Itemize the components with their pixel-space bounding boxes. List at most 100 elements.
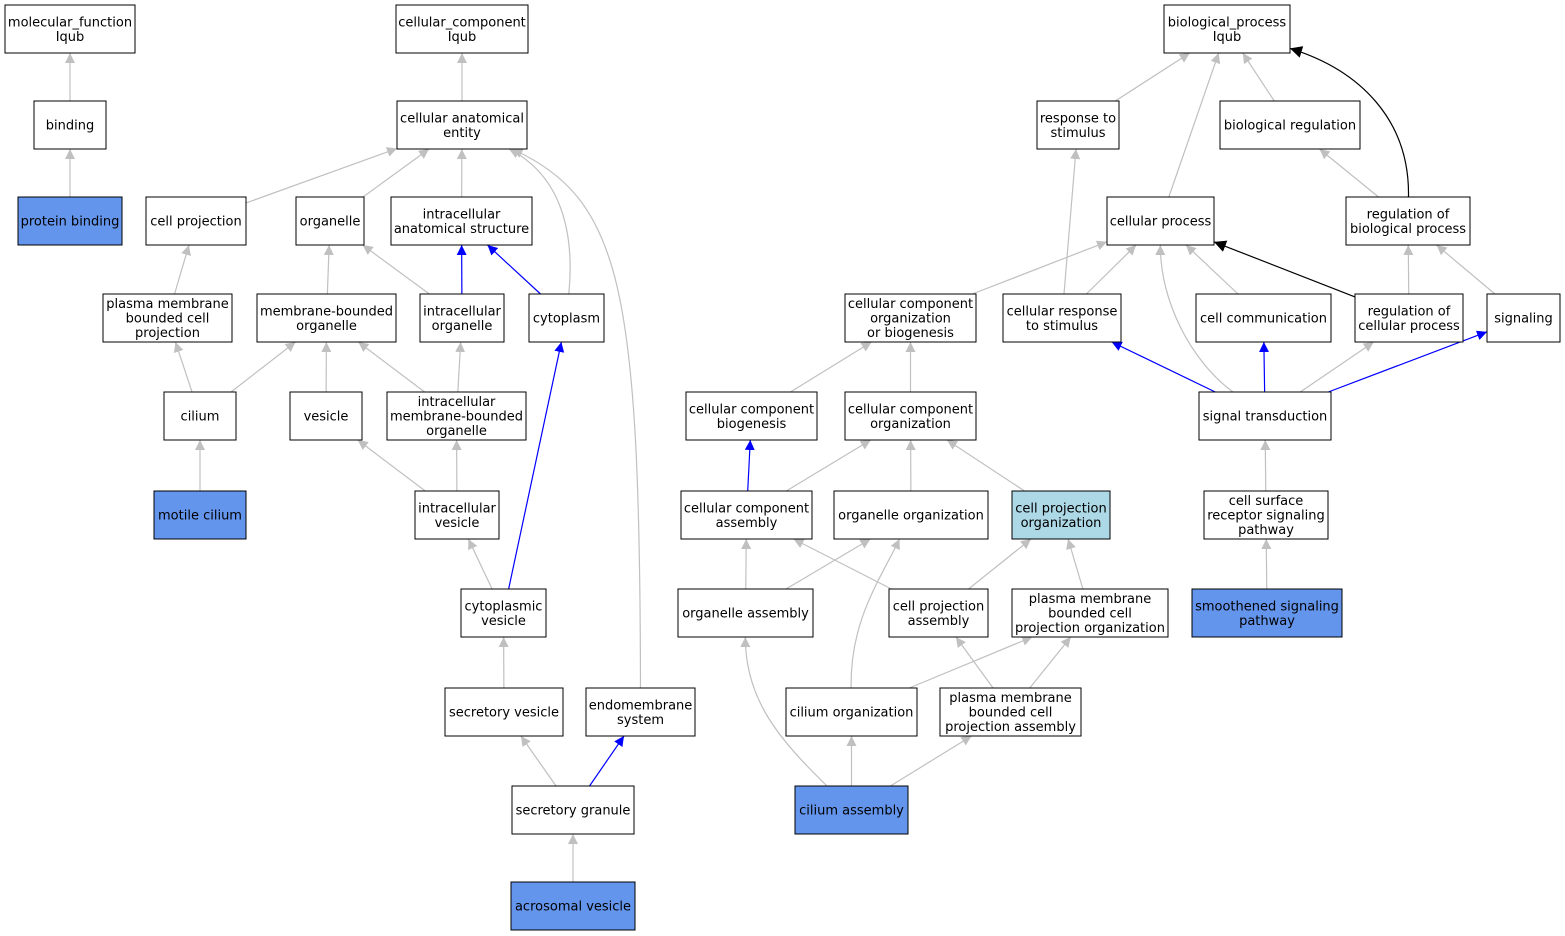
node-box [685, 391, 818, 441]
edge-regulates [1213, 240, 1356, 298]
edge-is-a [1155, 244, 1234, 393]
node-label: cellular component [848, 402, 973, 417]
node-cilium-assembly[interactable]: cilium assembly [794, 785, 909, 835]
node-box [1011, 490, 1111, 540]
node-label: secretory granule [516, 804, 631, 819]
node-biological-regulation[interactable]: biological regulation [1219, 100, 1361, 150]
edge-part-of [1259, 341, 1270, 393]
edge-regulates [1289, 46, 1410, 198]
node-label: regulation of [1368, 304, 1451, 319]
node-box [163, 391, 237, 441]
edge-is-a [955, 636, 994, 689]
node-acrosomal-vesicle[interactable]: acrosomal vesicle [510, 881, 636, 931]
node-box [395, 4, 529, 54]
node-cell-communication[interactable]: cell communication [1195, 293, 1332, 343]
node-label: binding [46, 119, 94, 134]
node-organelle-organization[interactable]: organelle organization [833, 490, 989, 540]
node-organelle-assembly[interactable]: organelle assembly [677, 588, 814, 638]
node-label: intracellular [418, 501, 496, 516]
node-vesicle[interactable]: vesicle [289, 391, 363, 441]
node-label: signaling [1494, 312, 1553, 327]
edge-is-a [173, 341, 193, 393]
node-signal-transduction[interactable]: signal transduction [1198, 391, 1332, 441]
node-cilium[interactable]: cilium [163, 391, 237, 441]
edge-is-a [972, 240, 1108, 295]
node-motile-cilium[interactable]: motile cilium [153, 490, 247, 540]
node-label: motile cilium [158, 509, 242, 524]
node-label: biological process [1350, 222, 1466, 237]
node-cytoplasm[interactable]: cytoplasm [528, 293, 605, 343]
node-label: entity [443, 126, 481, 141]
edge-is-a [1029, 636, 1072, 689]
node-cell-projection[interactable]: cell projection [145, 196, 247, 246]
node-label: signal transduction [1203, 410, 1328, 425]
node-label: cell surface [1229, 494, 1304, 509]
node-label: to stimulus [1026, 319, 1098, 334]
node-box [1195, 293, 1332, 343]
node-label: assembly [908, 614, 970, 629]
edge-is-a [850, 538, 901, 689]
node-cellular-process[interactable]: cellular process [1106, 196, 1215, 246]
node-secretory-vesicle[interactable]: secretory vesicle [444, 687, 564, 737]
node-label: organization [870, 312, 951, 327]
node-box [844, 293, 977, 343]
edge-part-of [487, 244, 541, 295]
node-box [460, 588, 547, 638]
node-box [528, 293, 605, 343]
node-label: membrane-bounded [390, 410, 523, 425]
node-label: response to [1040, 111, 1116, 126]
node-label: endomembrane [589, 698, 693, 713]
edge-is-a [323, 244, 334, 295]
edge-is-a [455, 341, 466, 393]
edge-is-a [1436, 244, 1496, 295]
node-box [4, 4, 136, 54]
edge-is-a [245, 147, 398, 204]
node-cilium-organization[interactable]: cilium organization [785, 687, 918, 737]
node-secretory-granule[interactable]: secretory granule [511, 785, 635, 835]
edge-part-of [589, 735, 625, 787]
node-label: vesicle [435, 516, 480, 531]
node-protein-binding[interactable]: protein binding [17, 196, 123, 246]
node-binding[interactable]: binding [33, 100, 107, 150]
edge-is-a [1261, 538, 1272, 590]
node-label: bounded cell [1048, 607, 1132, 622]
node-signaling[interactable]: signaling [1486, 293, 1561, 343]
node-label: cellular process [1358, 319, 1460, 334]
node-label: protein binding [21, 215, 120, 230]
node-label: Iqub [448, 30, 477, 45]
edge-is-a [467, 538, 493, 590]
edge-is-a [1168, 52, 1221, 198]
node-label: or biogenesis [867, 326, 954, 341]
node-label: cilium assembly [799, 804, 904, 819]
node-label: projection assembly [945, 720, 1076, 735]
node-box [1002, 293, 1122, 343]
node-organelle[interactable]: organelle [295, 196, 365, 246]
